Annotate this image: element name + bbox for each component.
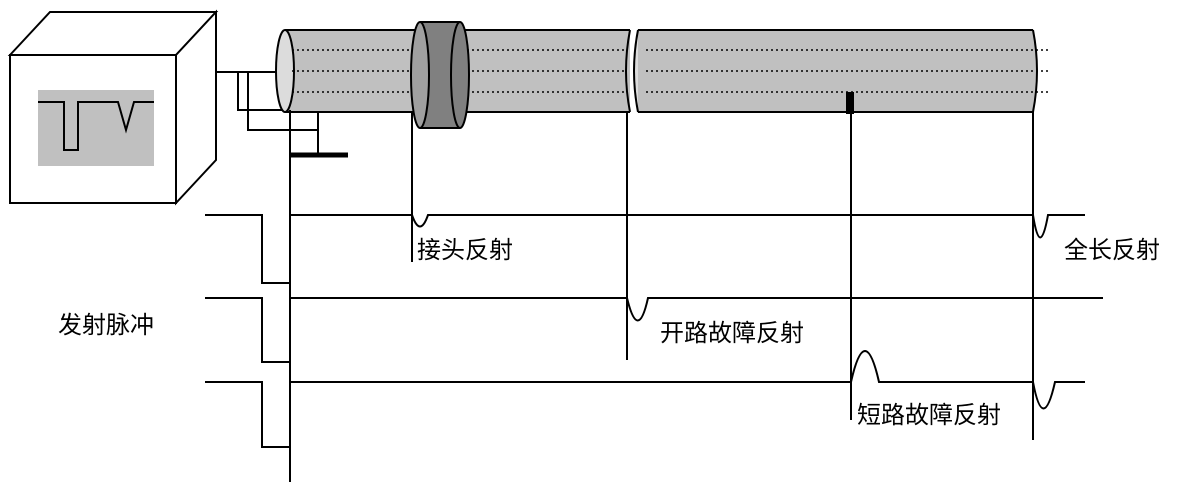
instrument-box — [7, 9, 219, 206]
cable-segment-3 — [633, 29, 1048, 114]
open-fault-reflection-label: 开路故障反射 — [660, 319, 804, 347]
instrument-screen — [38, 90, 154, 166]
short-fault-reflection-label: 短路故障反射 — [857, 401, 1001, 429]
cable-joint — [410, 21, 470, 129]
waveform-1 — [205, 214, 1085, 284]
cable-end-face — [275, 29, 295, 113]
waveform-2 — [205, 297, 1103, 363]
cable-segment-2 — [460, 29, 631, 113]
short-fault-marker — [846, 92, 854, 114]
screen-waveform — [38, 101, 154, 151]
emit-pulse-label: 发射脉冲 — [58, 311, 154, 339]
cable-segment-1 — [275, 29, 420, 113]
waveform-3 — [205, 350, 1085, 448]
ground-symbol — [290, 130, 348, 158]
joint-reflection-label: 接头反射 — [417, 236, 513, 264]
full-length-reflection-label: 全长反射 — [1064, 236, 1160, 264]
